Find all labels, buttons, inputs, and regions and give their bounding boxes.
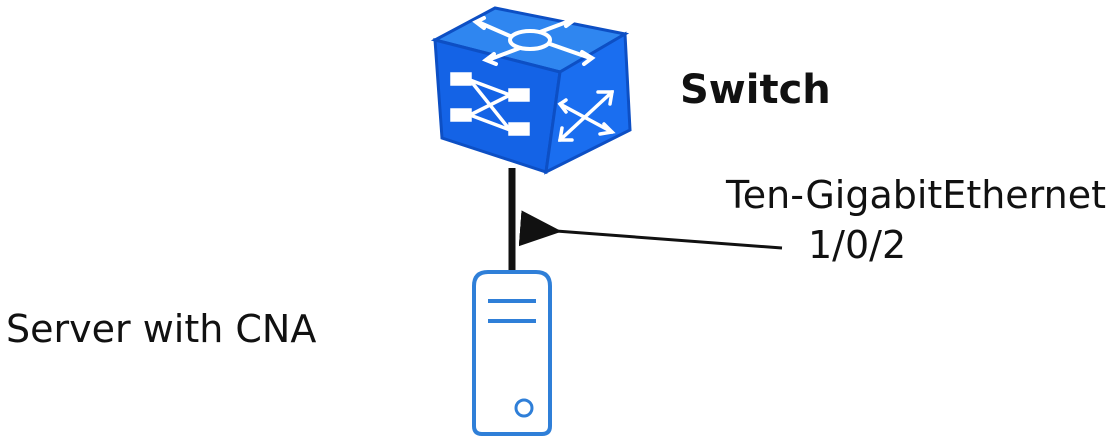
server-tower-icon <box>472 270 552 436</box>
server-label: Server with CNA <box>6 307 316 351</box>
network-switch-icon <box>430 6 632 175</box>
port-label-line1: Ten-GigabitEthernet <box>725 173 1106 217</box>
port-pointer-arrow <box>518 210 783 250</box>
port-label-line2: 1/0/2 <box>808 223 906 267</box>
switch-label: Switch <box>680 67 831 113</box>
